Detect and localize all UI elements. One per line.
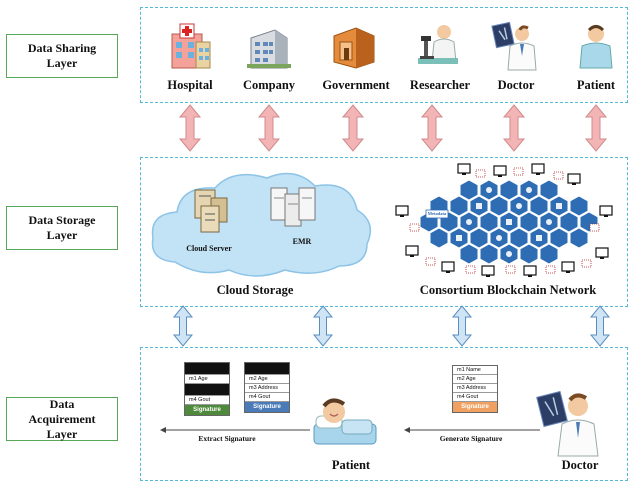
data-storage-layer-label: Data Storage Layer [6, 206, 118, 250]
generate-signature-label: Generate Signature [439, 434, 503, 443]
card2-row-age: m2 Age [245, 375, 289, 384]
emr-label: EMR [292, 237, 312, 246]
entity-label-doctor: Doctor [497, 78, 535, 92]
patient-caption: Patient [331, 458, 371, 472]
entity-label-government: Government [322, 78, 390, 92]
cloud-storage-caption: Cloud Storage [216, 283, 294, 297]
card2-signature: Signature [245, 402, 289, 412]
card1-row-age: m1 Age [185, 375, 229, 384]
redacted-row [185, 363, 229, 375]
signature-card-1: m1 Age m4 Gout Signature [184, 362, 230, 416]
emr-server-icon [270, 187, 316, 227]
data-sharing-layer-box [140, 7, 628, 103]
blockchain-caption: Consortium Blockchain Network [419, 283, 597, 297]
cloud-server-label: Cloud Server [186, 244, 232, 253]
patient-icon [579, 25, 613, 69]
card3-row-gout: m4 Gout [453, 393, 497, 402]
cloud-storage-cloud [151, 172, 372, 277]
card3-row-name: m1 Name [453, 366, 497, 375]
hospital-icon [171, 23, 211, 69]
cloud-server-icon [194, 189, 228, 233]
card2-row-gout: m4 Gout [245, 393, 289, 402]
data-acquirement-layer-box [140, 347, 628, 481]
redacted-row [185, 384, 229, 396]
entity-label-researcher: Researcher [409, 78, 471, 92]
card1-signature: Signature [185, 405, 229, 415]
doctor-xray-icon [491, 21, 537, 71]
signature-card-2: m2 Age m3 Address m4 Gout Signature [244, 362, 290, 413]
card2-row-address: m3 Address [245, 384, 289, 393]
doctor-caption: Doctor [561, 458, 599, 472]
data-acquirement-layer-label: Data Acquirement Layer [6, 397, 118, 441]
entity-label-hospital: Hospital [167, 78, 213, 92]
blockchain-network [395, 163, 613, 278]
government-building-icon [333, 27, 375, 69]
card1-row-gout: m4 Gout [185, 396, 229, 405]
extract-signature-label: Extract Signature [198, 434, 256, 443]
card3-signature: Signature [453, 402, 497, 412]
data-storage-layer-box [140, 157, 628, 307]
researcher-microscope-icon [418, 25, 458, 64]
metadata-tag-label: Metadata [427, 211, 447, 216]
data-sharing-layer-label: Data Sharing Layer [6, 34, 118, 78]
card3-row-address: m3 Address [453, 384, 497, 393]
entity-label-company: Company [242, 78, 296, 92]
redacted-row [245, 363, 289, 375]
signature-card-3: m1 Name m2 Age m3 Address m4 Gout Signat… [452, 365, 498, 413]
company-building-icon [247, 29, 291, 69]
doctor-icon [536, 390, 599, 457]
card3-row-age: m2 Age [453, 375, 497, 384]
patient-in-bed-icon [313, 398, 377, 445]
entity-label-patient: Patient [576, 78, 616, 92]
